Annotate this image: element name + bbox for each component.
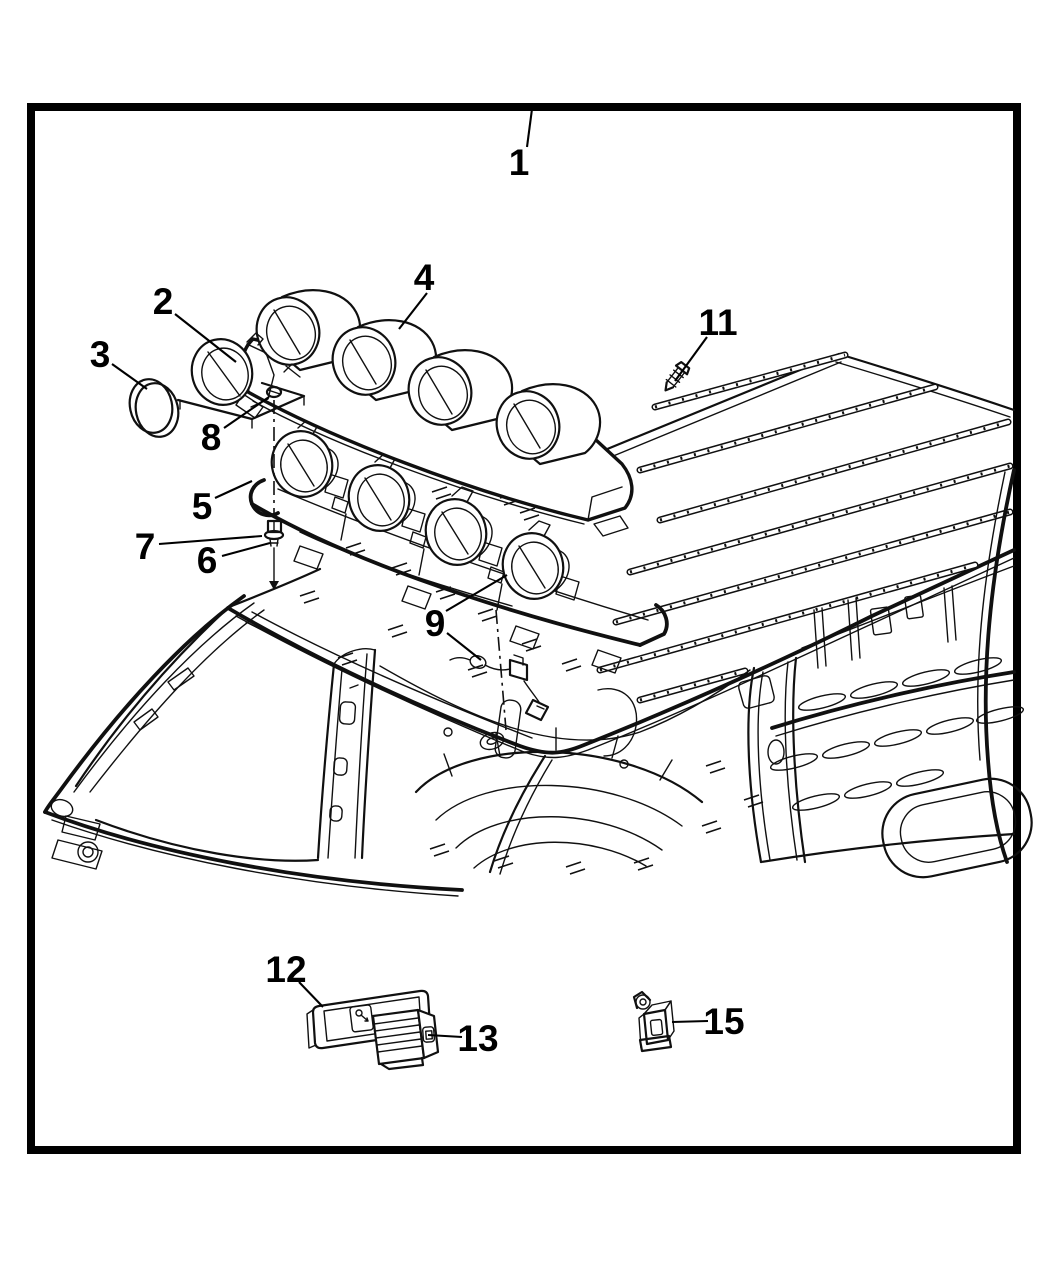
lamp-symbol-icon [355,1009,369,1022]
lamp-bar-lamp-3 [424,486,503,567]
callout-leader-5 [214,480,253,499]
callout-leader-7 [158,534,263,546]
vehicle-liftgate-opening [977,468,1016,864]
callout-2: 2 [153,281,174,322]
callout-leader-9-2 [446,632,482,661]
callout-5: 5 [192,486,213,527]
vehicle-roof-panel [226,351,1016,759]
callout-leader-15 [671,1019,709,1024]
lens-part3 [128,378,180,438]
callout-3: 3 [90,334,111,375]
callout-leader-2 [174,313,237,363]
lamp-bar-harness [299,531,513,607]
callout-11: 11 [698,302,737,343]
cover-pod-1 [255,289,362,372]
vehicle-rear-door-wheelhouse [379,665,751,875]
callout-12: 12 [265,949,306,990]
switch-part13 [371,1008,440,1071]
cover-pod-3 [407,349,514,432]
wiring-part9 [449,609,550,731]
callout-13: 13 [457,1018,498,1059]
callout-leader-4 [398,292,428,330]
callout-leader-9-1 [445,574,508,612]
callout-leader-8 [223,396,270,429]
diagram-frame [27,103,1021,1154]
callout-7: 7 [135,526,156,567]
screw-part8 [265,385,283,518]
vehicle-b-pillar [316,648,377,860]
floor-ovals [769,657,1025,811]
callout-leader-6 [221,541,271,558]
callout-leader-11 [674,336,708,382]
callout-6: 6 [197,540,218,581]
callout-8: 8 [201,417,222,458]
vehicle-c-pillar [738,656,807,864]
lamp-unit-part2 [176,332,306,429]
callout-4: 4 [414,257,435,298]
callout-leader-12 [298,981,324,1008]
lightbar-cover-part4 [235,289,634,537]
cover-pod-4 [495,383,602,466]
relay-part15 [632,990,675,1053]
lamp-bar-part5 [248,418,669,674]
lamp-bar-lamp-4 [501,520,580,601]
callout-leader-1 [525,108,534,148]
callout-leader-3 [111,363,148,390]
callout-1: 1 [509,142,530,183]
callout-9: 9 [425,603,446,644]
lamp-bar-lamp-1 [270,418,349,499]
vehicle-interior-floor [701,565,1033,879]
callout-15: 15 [703,1001,744,1042]
bolt-part7-nut-part6 [263,519,285,590]
vehicle-windshield-a-pillar [43,594,553,897]
callout-leader-13 [427,1033,463,1039]
lamp-bar-lamp-2 [347,452,426,533]
roof-ribs [596,351,1014,704]
